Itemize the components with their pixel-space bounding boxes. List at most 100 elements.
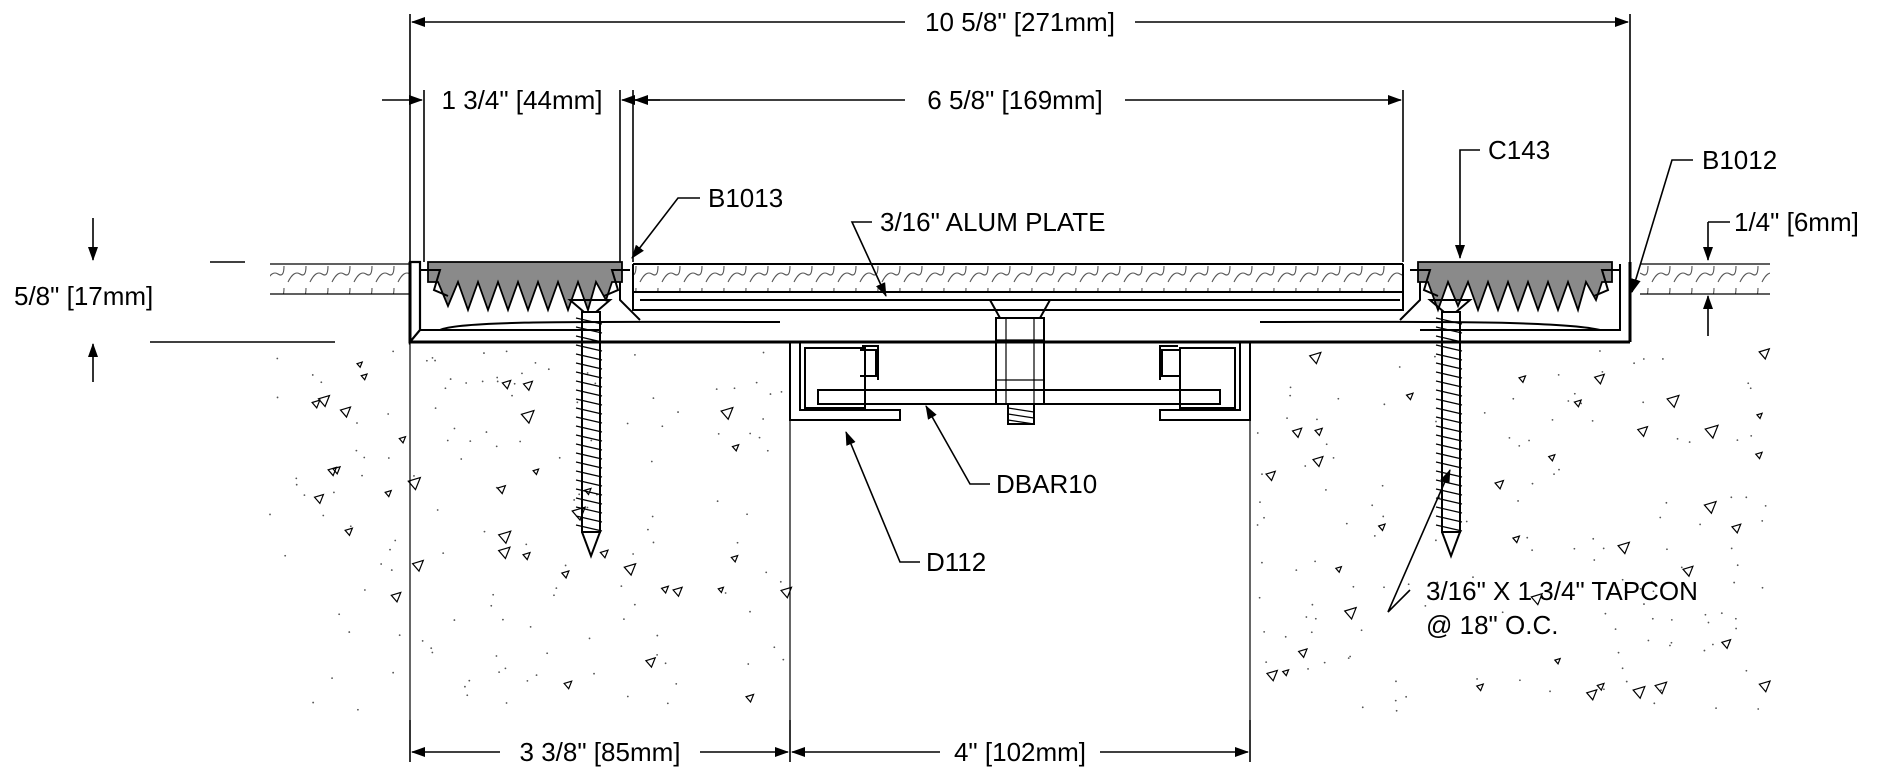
topping-layer-left [270,263,420,295]
dim-plate-span: 6 5/8" [169mm] [632,85,1404,262]
aggregate-dot [1304,465,1307,467]
callout-tapcon: 3/16" X 1 3/4" TAPCON @ 18" O.C. [1387,469,1698,640]
screw-thread [575,362,603,370]
dbar10-bar [817,389,1221,405]
aggregate-dot [1761,586,1764,589]
screw-thread [1435,443,1463,451]
aggregate-dot [626,422,629,425]
aggregate-dot [1749,387,1752,390]
aggregate-dot [666,702,669,705]
screw-thread [575,434,603,442]
aggregate-dot [1557,373,1560,376]
aggregate-dot [634,354,636,356]
aggregate-dot [1289,386,1292,389]
aggregate-dot [430,647,433,650]
aggregate-dot [349,525,352,528]
aggregate-dot [1699,523,1702,526]
screw-thread [1435,425,1463,433]
aggregate-stone [1666,394,1680,409]
aggregate-dot [1314,617,1317,620]
aggregate-stone [1720,638,1732,650]
screw-thread [1435,497,1463,505]
aggregate-dot [492,593,495,596]
aggregate-dot [1347,657,1350,660]
aggregate-dot [1661,358,1664,360]
aggregate-dot [717,432,720,435]
aggregate-dot [1642,358,1645,360]
aggregate-dot [338,613,341,616]
aggregate-dot [465,382,468,384]
aggregate-dot [782,658,785,661]
aggregate-dot [1715,707,1717,710]
aggregate-dot [1382,515,1385,518]
dim-recess: 1/4" [6mm] [1703,207,1859,336]
aluminum-cover-plate [632,263,1404,311]
aggregate-dot [525,543,528,546]
aggregate-dot [535,674,538,677]
aggregate-dot [651,515,654,518]
aggregate-dot [724,592,727,594]
aggregate-dot [320,381,323,384]
callout-d112-label: D112 [926,547,986,577]
aggregate-dot [1735,627,1737,630]
aggregate-dot [505,350,508,353]
aggregate-stone [411,559,425,573]
aggregate-dot [1284,635,1287,638]
dim-left-seal-label: 1 3/4" [44mm] [442,85,603,115]
aggregate-dot [505,702,508,704]
screw-thread [1435,488,1463,496]
aggregate-dot [1567,400,1570,402]
aggregate-dot [276,357,279,360]
screw-thread [1435,317,1463,325]
tapcon-screw-right [1427,299,1473,559]
aggregate-dot [284,554,287,557]
aggregate-dot [468,679,471,682]
aggregate-dot [363,456,366,459]
callout-c143: C143 [1455,135,1550,259]
aggregate-stone [1654,681,1668,695]
aggregate-stone [1314,427,1324,437]
screw-thread [575,452,603,460]
dim-depth: 5/8" [17mm] [14,218,335,382]
dim-depth-label: 5/8" [17mm] [14,281,153,311]
aggregate-dot [449,378,452,380]
screw-thread [575,398,603,406]
aggregate-dot [504,667,507,670]
aggregate-stone [583,487,592,496]
aggregate-dot [1434,539,1437,542]
callout-d112: D112 [845,431,986,577]
aggregate-dot [1730,496,1733,499]
aggregate-dot [1517,500,1519,502]
screw-thread [575,479,603,487]
aggregate-stone [1377,523,1387,532]
aggregate-dot [333,491,335,494]
aggregate-dot [1639,587,1642,590]
aggregate-stone [1281,668,1290,677]
aggregate-dot [677,411,679,413]
aggregate-dot [1711,643,1714,646]
dim-left-base-label: 3 3/8" [85mm] [520,737,681,767]
screw-thread [1435,434,1463,442]
aggregate-dot [553,594,555,597]
callout-b1012: B1012 [1630,145,1777,293]
aggregate-dot [675,682,678,685]
aggregate-dot [1256,432,1259,434]
callout-b1013-label: B1013 [708,183,783,213]
aggregate-stone [717,586,725,594]
callout-dbar10-label: DBAR10 [996,469,1097,499]
aggregate-dot [1707,621,1710,624]
aggregate-stone [1494,479,1505,491]
screw-thread [1435,380,1463,388]
aggregate-dot [715,388,718,390]
aggregate-dot [1665,501,1668,504]
screw-thread [575,497,603,505]
aggregate-stone [744,693,755,704]
aggregate-dot [1395,709,1398,712]
aggregate-dot [1750,434,1753,437]
callout-b1013: B1013 [631,183,783,259]
aggregate-dot [322,514,325,517]
aggregate-dot [1310,631,1313,634]
aggregate-stone [317,394,331,408]
aggregate-stone [1681,565,1694,578]
aggregate-dot [1650,580,1653,583]
